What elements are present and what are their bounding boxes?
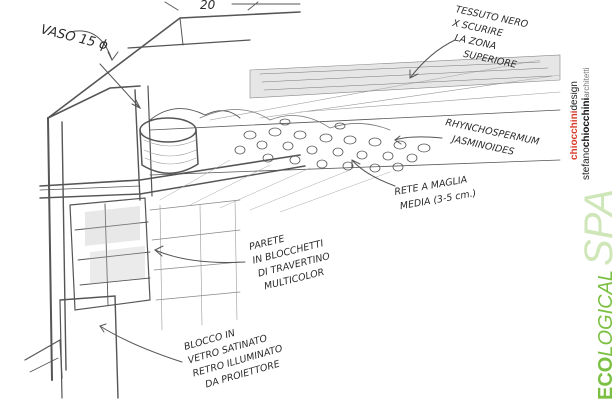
label-dimension: 20 — [200, 0, 216, 12]
brand-strip: chiocchinidesign stefanochiocchiniarchit… — [570, 0, 615, 400]
brand-eco: ECO — [595, 357, 615, 400]
brand-design-line: chiocchinidesign — [570, 81, 580, 160]
label-vaso: VASO 15 ϕ — [39, 22, 110, 53]
brand-architetti: architetti — [582, 67, 591, 97]
brand-stefano: stefano — [581, 147, 592, 180]
brand-chiocchini-bold: chiocchini — [581, 98, 592, 148]
brand-chiocchini: chiocchini — [570, 110, 580, 160]
brand-spa: SPA — [577, 189, 615, 266]
brand-architect-line: stefanochiocchiniarchitetti — [581, 67, 592, 180]
brand-design: design — [570, 81, 580, 110]
brand-ecological-spa: ECOLOGICAL SPA — [577, 189, 615, 400]
brand-logical: LOGICAL — [595, 270, 615, 357]
